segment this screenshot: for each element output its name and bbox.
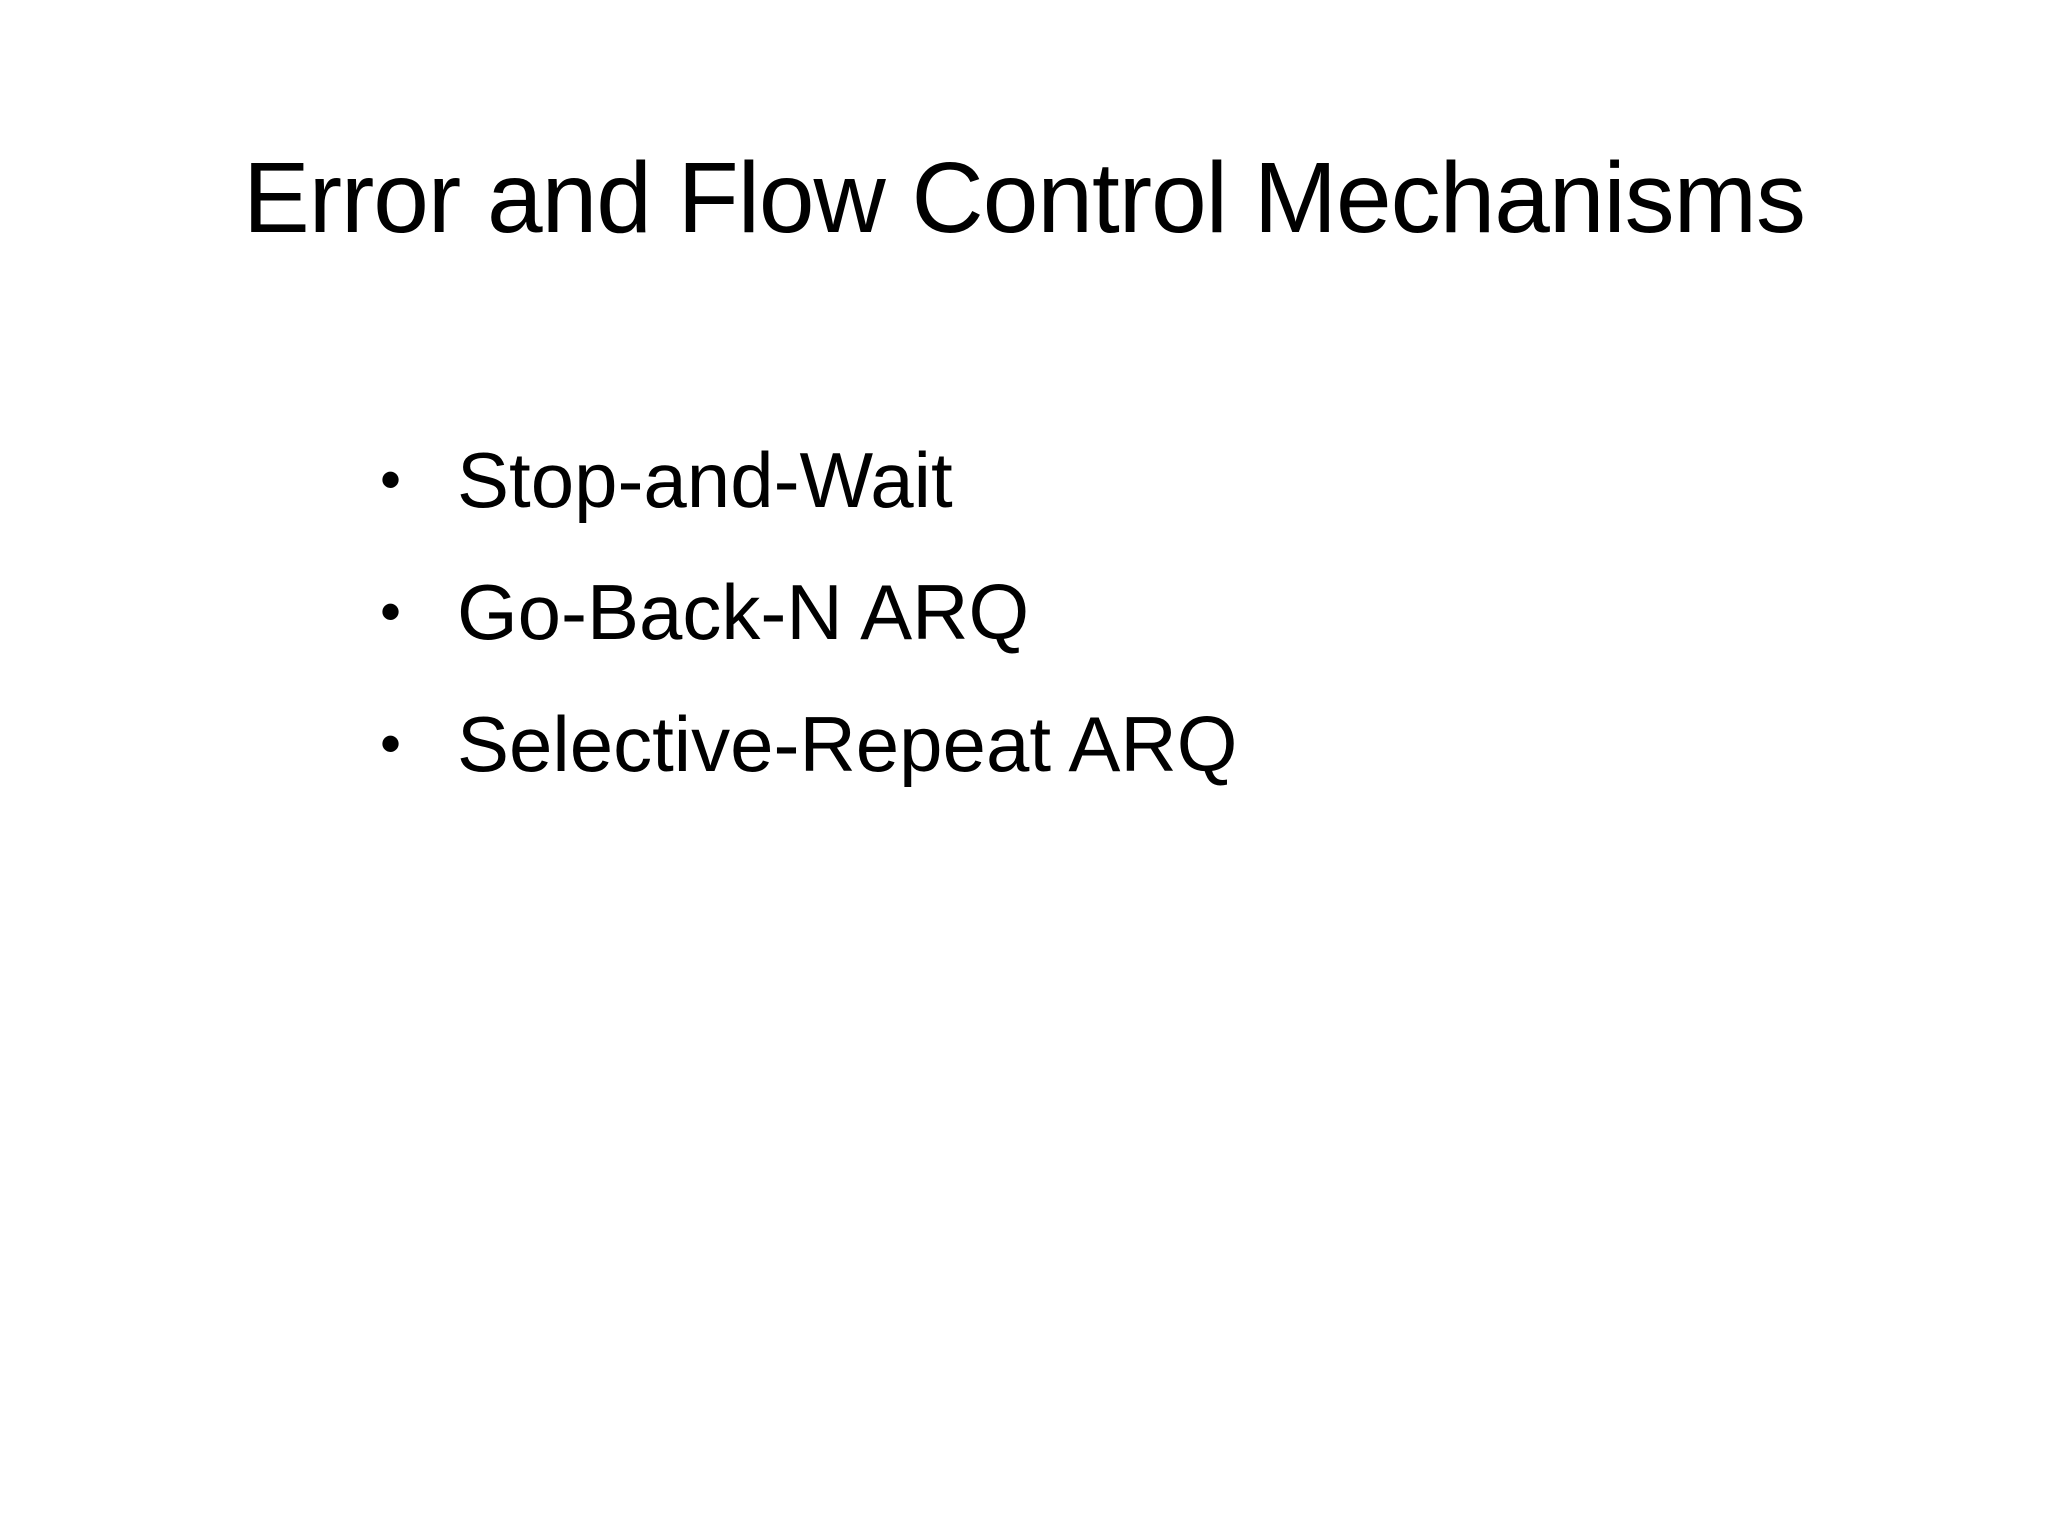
bullet-text-go-back-n: Go-Back-N ARQ bbox=[457, 568, 1030, 656]
slide-title: Error and Flow Control Mechanisms bbox=[243, 142, 1806, 254]
bullet-text-stop-and-wait: Stop-and-Wait bbox=[457, 436, 953, 524]
bullet-marker: • bbox=[380, 578, 402, 645]
bullet-text-selective-repeat: Selective-Repeat ARQ bbox=[457, 700, 1238, 788]
bullet-marker: • bbox=[380, 710, 402, 777]
bullet-marker: • bbox=[380, 446, 402, 513]
